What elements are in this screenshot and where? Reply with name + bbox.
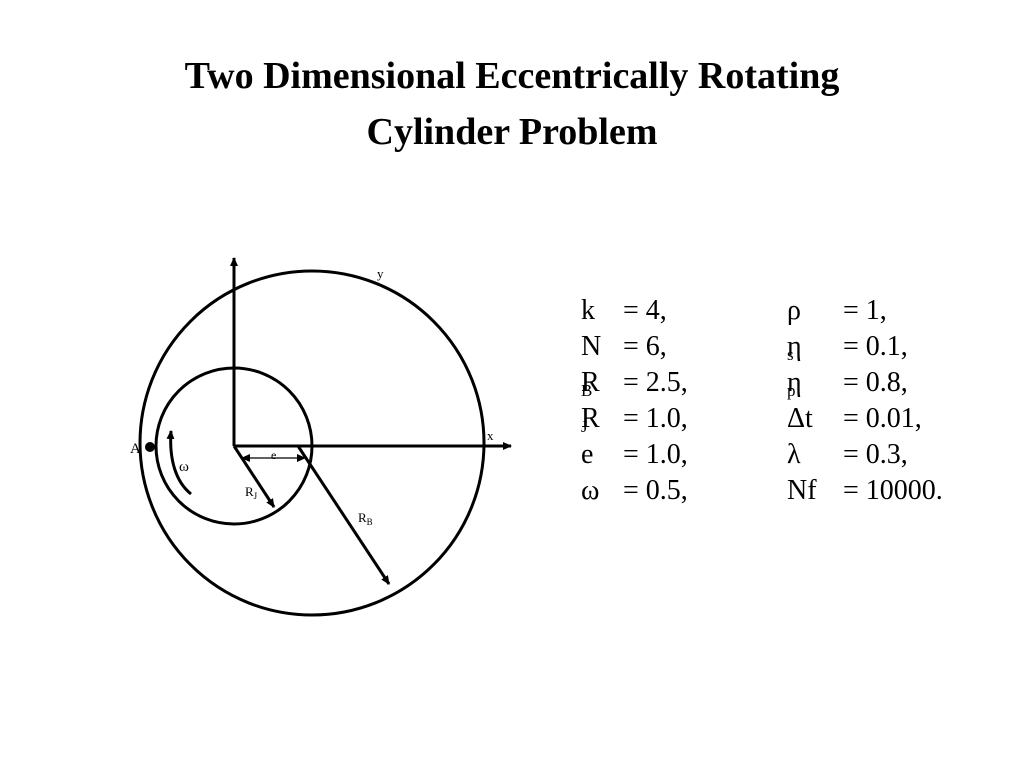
param-value: = 0.3, bbox=[843, 439, 908, 470]
omega-label: ω bbox=[179, 459, 189, 475]
point-a-label: A bbox=[130, 441, 141, 457]
param-value: = 6, bbox=[623, 331, 667, 362]
param-value: = 0.5, bbox=[623, 475, 688, 506]
param-value: = 1.0, bbox=[623, 439, 688, 470]
param-subscript: B bbox=[581, 381, 593, 400]
e-label: e bbox=[271, 448, 276, 462]
rotation-arrow bbox=[166, 430, 192, 496]
outer-cylinder bbox=[138, 269, 486, 617]
rj-label: RJ bbox=[245, 484, 258, 501]
x-axis-label: x bbox=[487, 428, 494, 443]
param-value: = 1.0, bbox=[623, 403, 688, 434]
param-value: = 10000. bbox=[843, 475, 943, 506]
param-subscript: s bbox=[787, 345, 794, 364]
param-value: = 2.5, bbox=[623, 367, 688, 398]
rb-label: RB bbox=[358, 510, 373, 527]
rb-radius-arrow bbox=[296, 445, 391, 585]
rj-radius-arrow bbox=[232, 445, 276, 508]
slide-title: Two Dimensional Eccentrically Rotating C… bbox=[0, 48, 1024, 160]
param-value: = 0.8, bbox=[843, 367, 908, 398]
param-value: = 4, bbox=[623, 295, 667, 326]
title-line-2: Cylinder Problem bbox=[366, 111, 658, 153]
param-value: = 1, bbox=[843, 295, 887, 326]
param-subscript: p bbox=[787, 381, 796, 400]
point-a-marker bbox=[145, 442, 155, 452]
title-line-1: Two Dimensional Eccentrically Rotating bbox=[184, 55, 840, 97]
param-value: = 0.01, bbox=[843, 403, 922, 434]
param-value: = 0.1, bbox=[843, 331, 908, 362]
y-axis-label: y bbox=[377, 266, 384, 281]
param-subscript: J bbox=[581, 417, 588, 436]
